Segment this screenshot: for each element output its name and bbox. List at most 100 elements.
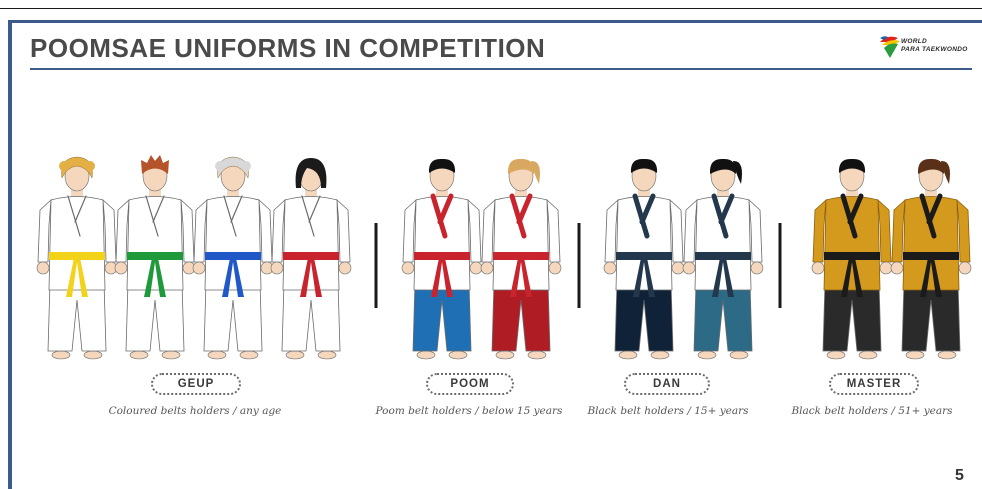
figure-dan-8	[682, 158, 764, 360]
left-hand	[890, 261, 904, 275]
top-accent-bar	[8, 20, 982, 23]
right-hand	[338, 261, 352, 275]
figure-geup-2	[114, 155, 196, 360]
page-number: 5	[955, 467, 964, 484]
left-hand	[36, 261, 50, 275]
belt	[205, 252, 261, 260]
jacket	[694, 196, 752, 291]
logo-line-1: WORLD	[901, 38, 928, 45]
belt	[49, 252, 105, 260]
belt	[903, 252, 959, 260]
left-hand	[114, 261, 128, 275]
collar	[67, 195, 87, 237]
logo-text: WORLD PARA TAEKWONDO	[901, 38, 968, 54]
pants	[47, 281, 107, 352]
pants	[281, 281, 341, 352]
belt-tails	[66, 258, 88, 297]
belt-tails	[841, 258, 863, 297]
pants	[203, 281, 263, 352]
left-foot	[905, 350, 925, 360]
right-hand	[671, 261, 685, 275]
pants	[693, 281, 753, 352]
right-foot	[161, 350, 181, 360]
right-foot	[729, 350, 749, 360]
left-hand	[270, 261, 284, 275]
left-foot	[697, 350, 717, 360]
hair	[507, 158, 535, 174]
hair	[217, 156, 249, 179]
ponytail	[531, 160, 540, 184]
belt	[493, 252, 549, 260]
collar	[430, 193, 454, 239]
left-foot	[285, 350, 305, 360]
figure-poom-6	[480, 158, 562, 360]
left-hand	[811, 261, 825, 275]
pants	[901, 281, 961, 352]
right-foot	[937, 350, 957, 360]
figure-geup-4	[270, 158, 352, 360]
right-foot	[83, 350, 103, 360]
top-rule	[0, 8, 982, 9]
collar	[840, 193, 864, 239]
belt	[414, 252, 470, 260]
collar	[301, 195, 321, 237]
collar	[223, 195, 243, 237]
pants	[822, 281, 882, 352]
hair	[917, 158, 945, 174]
ponytail	[941, 160, 950, 184]
figure-master-9	[811, 158, 893, 360]
hair-curl	[59, 161, 69, 171]
world-para-taekwondo-logo-icon	[880, 36, 900, 58]
jacket	[413, 196, 471, 291]
left-hand	[401, 261, 415, 275]
category-pill-poom: POOM	[426, 373, 514, 395]
belt	[616, 252, 672, 260]
jacket	[492, 196, 550, 291]
jacket	[902, 196, 960, 291]
hair	[709, 158, 737, 174]
caption-poom: Poom belt holders / below 15 years	[375, 405, 563, 417]
caption-geup: Coloured belts holders / any age	[108, 405, 282, 417]
left-foot	[618, 350, 638, 360]
belt-tails	[300, 258, 322, 297]
left-accent-bar	[8, 20, 12, 489]
left-foot	[416, 350, 436, 360]
right-hand	[958, 261, 972, 275]
right-foot	[239, 350, 259, 360]
slide-title: POOMSAE UNIFORMS IN COMPETITION	[30, 33, 546, 63]
hair	[141, 155, 169, 174]
right-hand	[548, 261, 562, 275]
left-foot	[129, 350, 149, 360]
title-underline	[30, 68, 972, 70]
hair-curl	[85, 161, 95, 171]
collar	[509, 193, 533, 239]
right-hand	[879, 261, 893, 275]
right-foot	[650, 350, 670, 360]
right-foot	[858, 350, 878, 360]
figure-geup-1	[36, 156, 118, 360]
left-hand	[682, 261, 696, 275]
belt-tails	[144, 258, 166, 297]
caption-master: Black belt holders / 51+ years	[791, 405, 953, 417]
category-pill-master: MASTER	[829, 373, 919, 395]
figure-poom-5	[401, 158, 483, 360]
right-foot	[527, 350, 547, 360]
hair	[428, 158, 456, 173]
group-divider	[374, 223, 378, 308]
group-divider	[778, 223, 782, 308]
belt	[695, 252, 751, 260]
pants	[412, 281, 472, 352]
left-foot	[495, 350, 515, 360]
pants	[125, 281, 185, 352]
belt-tails	[633, 258, 655, 297]
caption-dan: Black belt holders / 15+ years	[587, 405, 749, 417]
jacket	[204, 196, 262, 291]
left-hand	[192, 261, 206, 275]
right-foot	[448, 350, 468, 360]
left-hand	[480, 261, 494, 275]
jacket	[282, 196, 340, 291]
pants	[614, 281, 674, 352]
belt-tails	[712, 258, 734, 297]
belt-tails	[510, 258, 532, 297]
right-foot	[317, 350, 337, 360]
